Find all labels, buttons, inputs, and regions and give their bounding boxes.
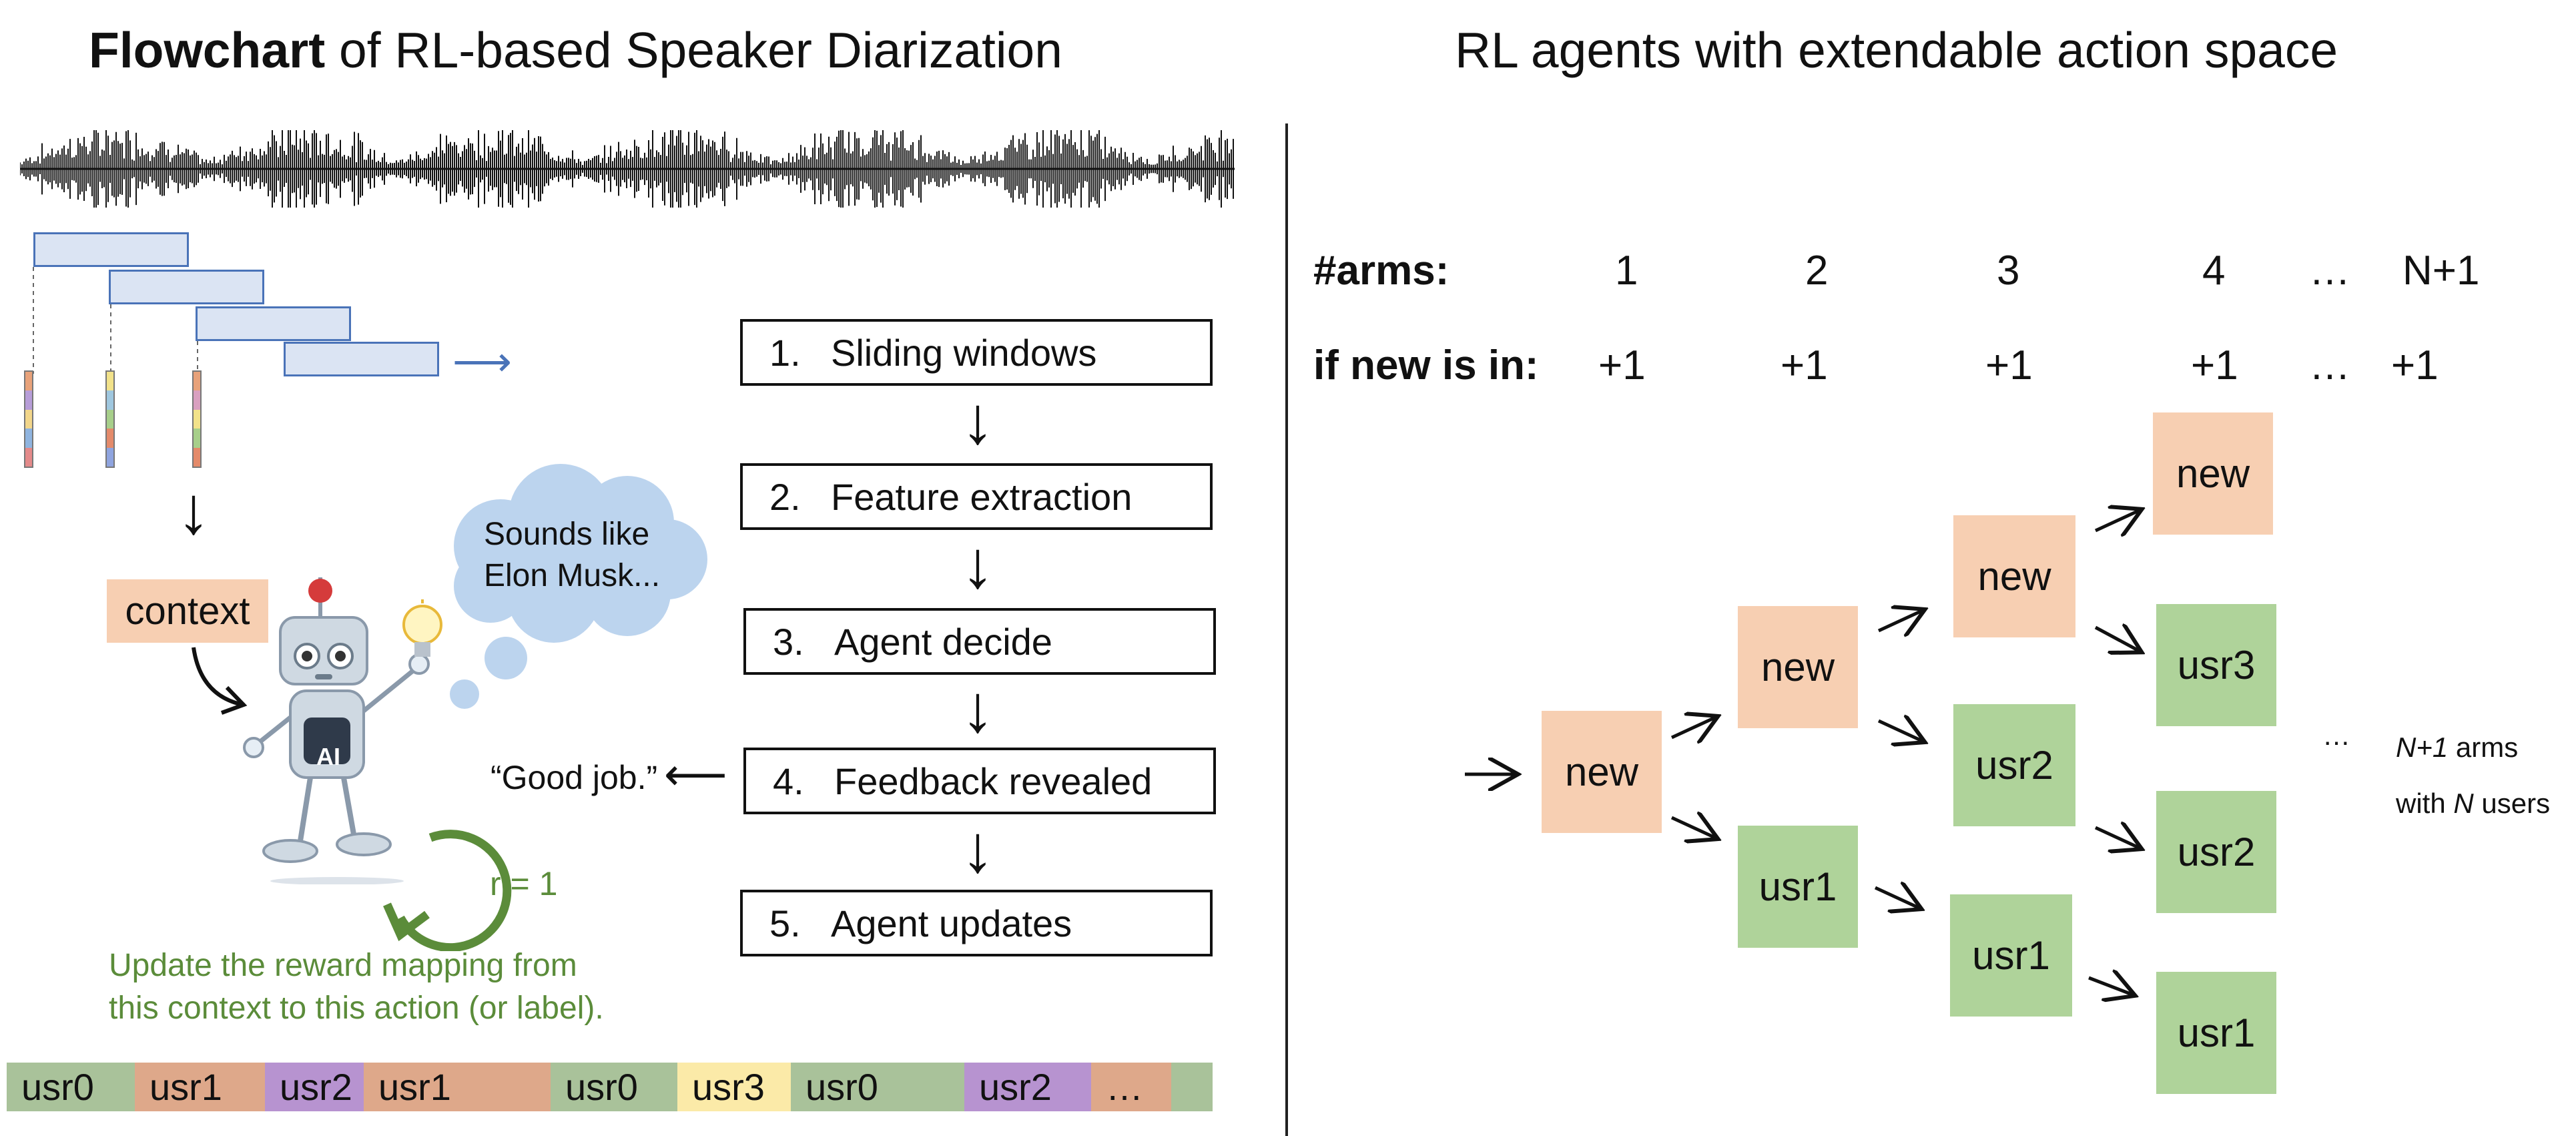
feature-vector-1 (24, 370, 33, 468)
feature-vector-3 (192, 370, 202, 468)
tree-node-new: new (1738, 606, 1858, 728)
left-title-bold: Flowchart (89, 22, 326, 78)
feedback-quote: “Good job.” (491, 759, 658, 796)
tree-node-user: usr3 (2156, 604, 2276, 726)
down-arrow-icon: ↓ (961, 527, 994, 602)
step-number-2: 2. (769, 475, 801, 518)
update-note: Update the reward mapping from this cont… (109, 944, 604, 1030)
robot-chip-label: AI (316, 743, 340, 770)
reward-value: r = 1 (490, 865, 558, 902)
thought-text: Sounds like Elon Musk... (484, 514, 660, 597)
timeline-segment: usr1 (135, 1063, 265, 1111)
left-arrow-icon: ⟵ (664, 750, 727, 799)
sliding-window-2 (109, 270, 264, 304)
context-box: context (107, 579, 268, 643)
timeline-segment: usr0 (7, 1063, 135, 1111)
new-value: +1 (2191, 342, 2238, 388)
tree-node-user: usr1 (1950, 894, 2072, 1017)
thought-line-2: Elon Musk... (484, 558, 661, 593)
new-value: +1 (1781, 342, 1828, 388)
window-guides (33, 267, 198, 374)
step-label-2: Feature extraction (831, 475, 1133, 518)
timeline-segment: usr2 (265, 1063, 364, 1111)
tree-node-new: new (1542, 711, 1662, 833)
timeline-segment (1171, 1063, 1213, 1111)
arms-note: N+1 arms with N users (2396, 720, 2550, 832)
arms-value: 4 (2202, 248, 2226, 294)
tree-node-new: new (2153, 412, 2273, 535)
panel-divider (1285, 123, 1288, 1136)
step-label-5: Agent updates (831, 902, 1072, 944)
down-arrow-icon: ↓ (961, 383, 994, 458)
arms-note-n: N (2453, 788, 2474, 819)
new-value: +1 (2391, 342, 2439, 388)
new-value: +1 (1985, 342, 2033, 388)
arms-note-line-2: with N users (2396, 776, 2550, 832)
timeline-segment: usr1 (364, 1063, 551, 1111)
tree-node-user: usr1 (2156, 972, 2276, 1094)
arms-label: #arms: (1313, 248, 1450, 294)
tree-node-user: usr2 (1953, 704, 2075, 826)
tree-node-user: usr1 (1738, 826, 1858, 948)
timeline-segment: usr0 (791, 1063, 964, 1111)
sliding-window-4 (284, 342, 439, 376)
feature-vector-2 (105, 370, 115, 468)
context-to-robot-arrow (192, 647, 248, 715)
thought-line-1: Sounds like (484, 517, 650, 552)
down-arrow-icon: ↓ (177, 473, 210, 548)
left-title: Flowchart of RL-based Speaker Diarizatio… (89, 21, 1062, 79)
step-box-4: 4. Feedback revealed (743, 748, 1216, 814)
left-title-rest: of RL-based Speaker Diarization (325, 22, 1062, 78)
down-arrow-icon: ↓ (961, 812, 994, 886)
timeline-segment: usr2 (964, 1063, 1091, 1111)
sliding-window-3 (196, 306, 351, 341)
new-label: if new is in: (1313, 342, 1539, 388)
tree-ellipsis: … (2322, 720, 2350, 751)
step-number-3: 3. (773, 620, 804, 663)
arms-note-line-1: N+1 arms (2396, 720, 2550, 776)
step-box-3: 3. Agent decide (743, 608, 1216, 675)
arms-value: 1 (1615, 248, 1638, 294)
lightbulb-icon (402, 599, 442, 657)
timeline-segment: … (1091, 1063, 1171, 1111)
arms-note-arms: arms (2448, 732, 2519, 763)
step-box-2: 2. Feature extraction (740, 463, 1213, 530)
thought-bubble (450, 464, 707, 709)
reward-loop-arrow (383, 830, 512, 951)
arms-value: 2 (1805, 248, 1829, 294)
arms-note-with: with (2396, 788, 2454, 819)
sliding-window-1 (33, 232, 189, 267)
step-label-4: Feedback revealed (834, 760, 1153, 802)
arms-value: … (2309, 248, 2350, 294)
robot-agent (243, 577, 430, 884)
tree-node-new: new (1953, 515, 2075, 637)
new-value: … (2309, 342, 2350, 388)
step-number-1: 1. (769, 331, 801, 374)
arms-note-n1: N+1 (2396, 732, 2449, 763)
arms-note-users: users (2473, 788, 2551, 819)
step-number-5: 5. (769, 902, 801, 944)
context-label: context (125, 589, 250, 633)
audio-waveform (20, 130, 1235, 208)
arms-value: 3 (1997, 248, 2020, 294)
update-note-line-2: this context to this action (or label). (109, 990, 604, 1026)
new-value: +1 (1598, 342, 1646, 388)
slide-right-arrow-icon: ⟶ (452, 339, 512, 385)
right-title: RL agents with extendable action space (1455, 22, 2338, 78)
timeline-segment: usr3 (677, 1063, 791, 1111)
step-number-4: 4. (773, 760, 804, 802)
step-box-5: 5. Agent updates (740, 890, 1213, 956)
step-label-1: Sliding windows (831, 331, 1097, 374)
step-box-1: 1. Sliding windows (740, 319, 1213, 386)
down-arrow-icon: ↓ (961, 671, 994, 746)
tree-node-user: usr2 (2156, 791, 2276, 913)
step-label-3: Agent decide (834, 620, 1052, 663)
update-note-line-1: Update the reward mapping from (109, 948, 577, 983)
timeline-segment: usr0 (551, 1063, 677, 1111)
arms-value: N+1 (2402, 248, 2480, 294)
